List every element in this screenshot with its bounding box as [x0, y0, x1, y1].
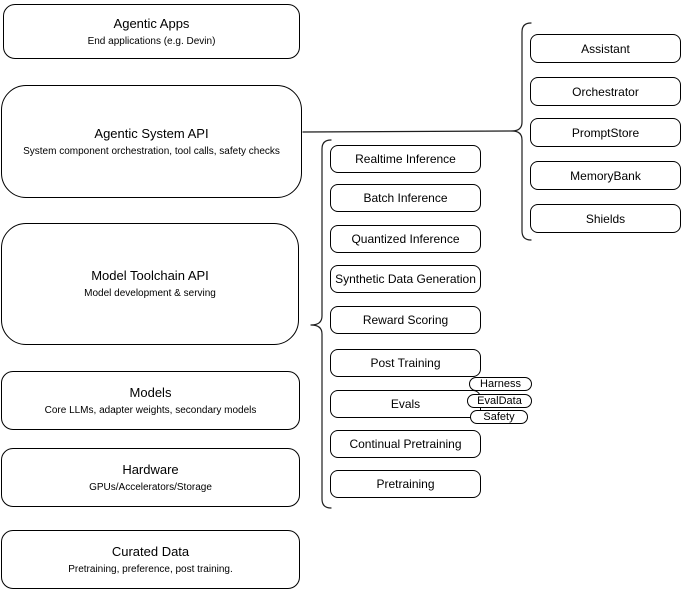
node-models: Models Core LLMs, adapter weights, secon… — [1, 371, 300, 430]
node-subtitle: System component orchestration, tool cal… — [23, 145, 280, 157]
node-title: Models — [129, 384, 172, 400]
evals-tag-label: Harness — [480, 378, 521, 390]
node-title: Agentic System API — [94, 125, 209, 141]
component-label: PromptStore — [571, 125, 640, 140]
component-orchestrator: Orchestrator — [530, 77, 681, 106]
toolchain-item-label: Realtime Inference — [355, 152, 456, 166]
node-title: Hardware — [122, 461, 179, 477]
toolchain-item-realtime-inference: Realtime Inference — [330, 145, 481, 173]
toolchain-item-label: Pretraining — [376, 477, 435, 491]
evals-tag-harness: Harness — [469, 377, 532, 391]
toolchain-brace — [310, 139, 332, 509]
toolchain-item-reward-scoring: Reward Scoring — [330, 306, 481, 334]
toolchain-item-batch-inference: Batch Inference — [330, 184, 481, 212]
toolchain-item-continual-pretraining: Continual Pretraining — [330, 430, 481, 458]
toolchain-item-quantized-inference: Quantized Inference — [330, 225, 481, 253]
component-label: MemoryBank — [570, 168, 641, 183]
node-subtitle: End applications (e.g. Devin) — [87, 35, 216, 47]
toolchain-item-label: Reward Scoring — [362, 313, 449, 327]
node-title: Agentic Apps — [113, 15, 190, 31]
toolchain-item-post-training: Post Training — [330, 349, 481, 377]
component-memorybank: MemoryBank — [530, 161, 681, 190]
evals-tag-label: EvalData — [477, 395, 522, 407]
component-shields: Shields — [530, 204, 681, 233]
toolchain-item-label: Synthetic Data Generation — [335, 272, 476, 286]
node-subtitle: Pretraining, preference, post training. — [68, 563, 233, 575]
component-promptstore: PromptStore — [530, 118, 681, 147]
node-title: Model Toolchain API — [91, 268, 209, 283]
system-components-brace — [511, 22, 532, 241]
component-assistant: Assistant — [530, 34, 681, 63]
component-label: Shields — [585, 211, 626, 226]
toolchain-item-pretraining: Pretraining — [330, 470, 481, 498]
node-subtitle: Core LLMs, adapter weights, secondary mo… — [44, 404, 257, 416]
node-subtitle: GPUs/Accelerators/Storage — [89, 481, 212, 493]
component-label: Orchestrator — [572, 84, 639, 99]
toolchain-item-label: Evals — [390, 397, 421, 411]
node-title: Curated Data — [111, 543, 190, 559]
evals-tag-label: Safety — [483, 411, 515, 423]
toolchain-item-label: Quantized Inference — [351, 232, 460, 246]
evals-tag-safety: Safety — [470, 410, 528, 424]
node-agentic-apps: Agentic Apps End applications (e.g. Devi… — [3, 4, 300, 59]
toolchain-item-evals: Evals — [330, 390, 481, 418]
node-agentic-system-api: Agentic System API System component orch… — [1, 85, 302, 198]
node-curated-data: Curated Data Pretraining, preference, po… — [1, 530, 300, 589]
node-subtitle: Model development & serving — [84, 288, 216, 299]
toolchain-item-synthetic-data-generation: Synthetic Data Generation — [330, 265, 481, 293]
node-model-toolchain-api: Model Toolchain API Model development & … — [1, 223, 299, 345]
component-label: Assistant — [581, 41, 630, 56]
toolchain-item-label: Continual Pretraining — [349, 437, 462, 451]
toolchain-item-label: Post Training — [370, 356, 441, 370]
evals-tag-evaldata: EvalData — [467, 394, 532, 408]
node-hardware: Hardware GPUs/Accelerators/Storage — [1, 448, 300, 507]
system-api-connector-line — [302, 130, 513, 133]
toolchain-item-label: Batch Inference — [363, 191, 448, 205]
